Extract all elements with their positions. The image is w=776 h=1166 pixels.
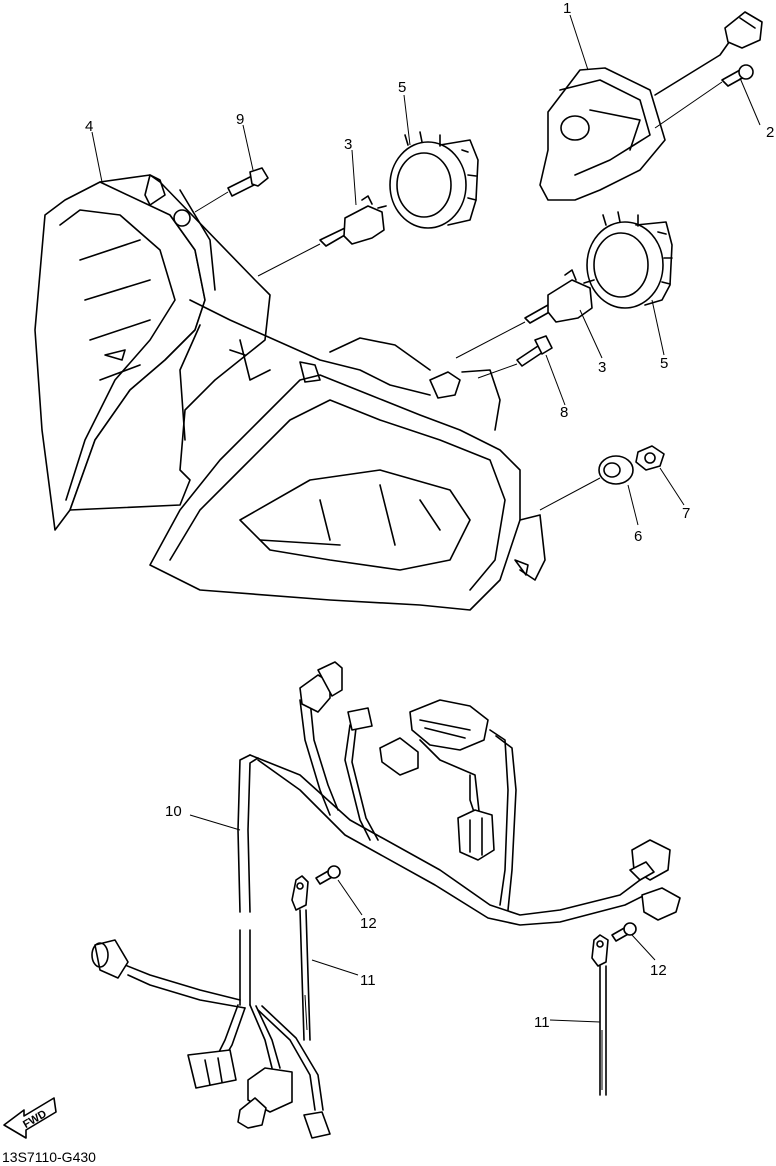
part-11-cable-tie-right bbox=[591, 934, 609, 1096]
fwd-label: FWD bbox=[21, 1108, 49, 1131]
callout-7: 7 bbox=[682, 505, 690, 522]
part-7-nut bbox=[635, 445, 665, 471]
callout-5-lower: 5 bbox=[660, 355, 668, 372]
part-11-cable-tie-left bbox=[291, 875, 311, 1041]
part-10-wire-harness bbox=[91, 661, 681, 1139]
diagram-code: 13S7110-G430 bbox=[2, 1149, 96, 1165]
part-5-ring-upper bbox=[389, 131, 479, 229]
part-4-headlight-assembly bbox=[34, 174, 546, 611]
callout-1: 1 bbox=[563, 0, 571, 17]
callout-numbers: 1 2 3 4 5 9 3 5 8 6 7 10 11 11 12 12 bbox=[85, 0, 774, 1031]
part-8-screw bbox=[477, 335, 553, 379]
callout-8: 8 bbox=[560, 404, 568, 421]
part-12-screw-right bbox=[611, 922, 637, 942]
callout-leaders bbox=[91, 14, 761, 1023]
callout-12-right: 12 bbox=[650, 962, 667, 979]
part-12-screw-left bbox=[315, 865, 341, 885]
callout-3-lower: 3 bbox=[598, 359, 606, 376]
part-3-bulb-upper bbox=[257, 195, 387, 277]
part-1-bracket bbox=[539, 11, 763, 201]
callout-11-left: 11 bbox=[360, 972, 376, 989]
callout-12-left: 12 bbox=[360, 915, 377, 932]
part-5-ring-lower bbox=[586, 211, 673, 309]
callout-10: 10 bbox=[165, 803, 182, 820]
callout-3-upper: 3 bbox=[344, 136, 352, 153]
part-3-bulb-lower bbox=[455, 269, 595, 359]
callout-4: 4 bbox=[85, 118, 93, 135]
part-2-screw bbox=[654, 64, 754, 129]
callout-6: 6 bbox=[634, 528, 642, 545]
part-9-screw bbox=[194, 167, 269, 213]
callout-2: 2 bbox=[766, 124, 774, 141]
callout-9: 9 bbox=[236, 111, 244, 128]
part-6-grommet bbox=[539, 455, 634, 511]
callout-11-right: 11 bbox=[534, 1014, 550, 1031]
callout-5-upper: 5 bbox=[398, 79, 406, 96]
fwd-arrow-icon: FWD bbox=[3, 1097, 57, 1139]
